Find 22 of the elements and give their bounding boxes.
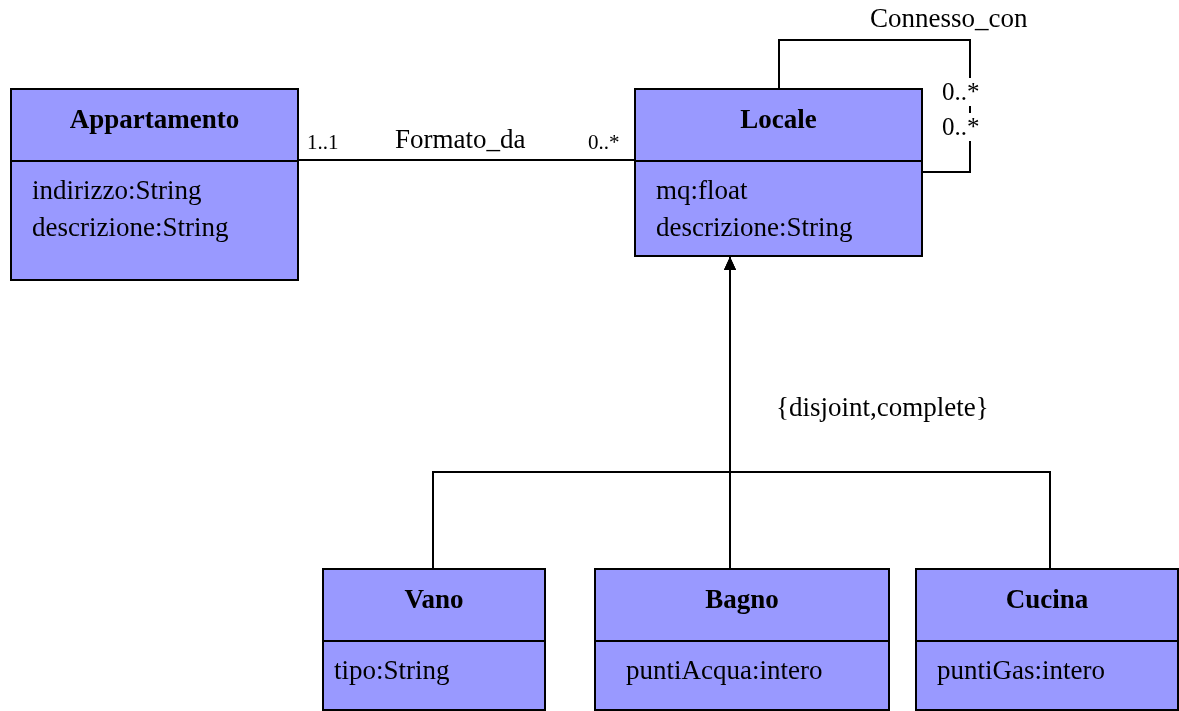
attribute: mq:float — [656, 174, 748, 207]
class-box — [322, 568, 546, 711]
class-box — [10, 88, 299, 281]
multiplicity: 0..* — [942, 78, 980, 106]
class-name: Locale — [739, 104, 818, 135]
attribute: descrizione:String — [656, 211, 853, 244]
generalization-arrow — [724, 256, 1051, 569]
attribute: indirizzo:String — [32, 174, 202, 207]
class-box — [634, 88, 923, 257]
class-box — [915, 568, 1179, 711]
class-name: Vano — [403, 584, 465, 615]
class-name: Cucina — [1004, 584, 1090, 615]
class-name: Appartamento — [68, 104, 241, 135]
attribute: tipo:String — [334, 654, 450, 687]
attribute: puntiGas:intero — [937, 654, 1105, 687]
class-name: Bagno — [704, 584, 780, 615]
association-line — [778, 39, 971, 173]
attribute: puntiAcqua:intero — [626, 654, 823, 687]
association-line — [298, 159, 635, 161]
attribute: descrizione:String — [32, 211, 229, 244]
class-box — [594, 568, 890, 711]
multiplicity: 0..* — [942, 113, 980, 141]
